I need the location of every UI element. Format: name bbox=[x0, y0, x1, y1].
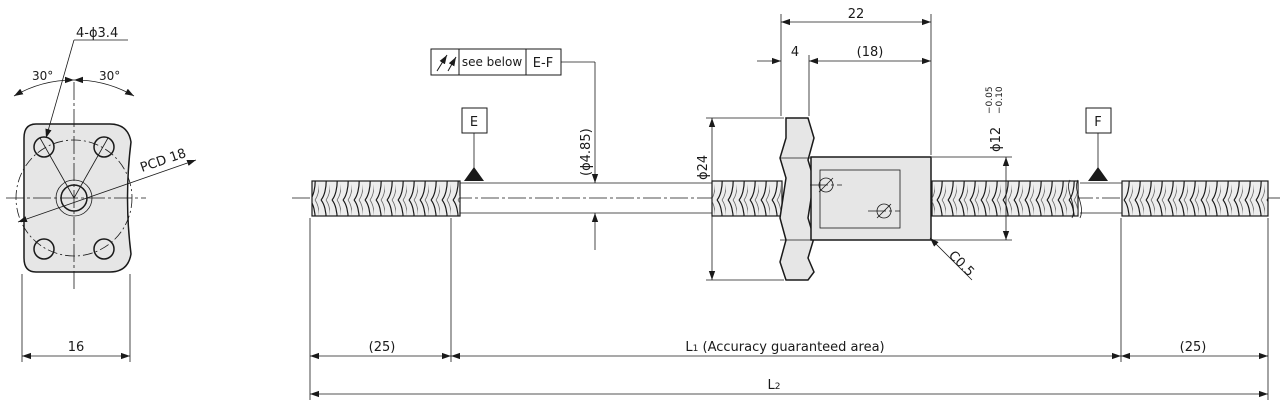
datum-e-label: E bbox=[470, 115, 478, 130]
datum-e-triangle bbox=[464, 167, 484, 181]
angle-right-label: 30° bbox=[99, 69, 120, 83]
mount-hole bbox=[93, 238, 115, 260]
mount-hole bbox=[33, 238, 55, 260]
datum-e-box bbox=[461, 107, 488, 134]
break-line bbox=[1068, 179, 1074, 219]
chamfer-label: C0.5 bbox=[945, 248, 977, 280]
left-end-label: (25) bbox=[369, 340, 396, 355]
nut-port bbox=[819, 169, 901, 229]
nut-body-length-label: (18) bbox=[857, 45, 884, 60]
right-end-label: (25) bbox=[1180, 340, 1207, 355]
nut-body bbox=[810, 156, 932, 241]
mount-hole bbox=[33, 136, 55, 158]
nut-length-label: 22 bbox=[848, 7, 865, 22]
body-tol-lower: −0.10 bbox=[995, 86, 1005, 114]
nut-end-view: 4-ϕ3.4 30° 30° PCD 18 16 bbox=[6, 26, 197, 362]
flange-thickness-label: 4 bbox=[791, 45, 799, 60]
datum-f-triangle bbox=[1088, 167, 1108, 181]
angle-left-label: 30° bbox=[32, 69, 53, 83]
holes-callout: 4-ϕ3.4 bbox=[76, 26, 118, 41]
ball-screw-side-view: E F see below E-F (ϕ4.85) ϕ24 ϕ12 −0.05 … bbox=[292, 7, 1280, 400]
mount-hole bbox=[93, 136, 115, 158]
circular-runout-icon bbox=[436, 54, 457, 72]
flange-diameter-label: ϕ24 bbox=[696, 155, 711, 180]
accuracy-area-label: L1 (Accuracy guaranteed area) bbox=[685, 340, 884, 355]
nut-flange bbox=[779, 117, 815, 281]
datum-f-box bbox=[1085, 107, 1112, 134]
datum-f-label: F bbox=[1094, 115, 1101, 130]
shaft-diameter-label: (ϕ4.85) bbox=[579, 128, 594, 176]
overall-length-label: L2 bbox=[768, 378, 781, 393]
width-label: 16 bbox=[68, 340, 85, 355]
runout-datum-ref: E-F bbox=[533, 56, 553, 71]
body-diameter-label: ϕ12 bbox=[989, 127, 1004, 152]
body-tol-upper: −0.05 bbox=[985, 86, 995, 114]
runout-tolerance: see below bbox=[462, 55, 523, 69]
